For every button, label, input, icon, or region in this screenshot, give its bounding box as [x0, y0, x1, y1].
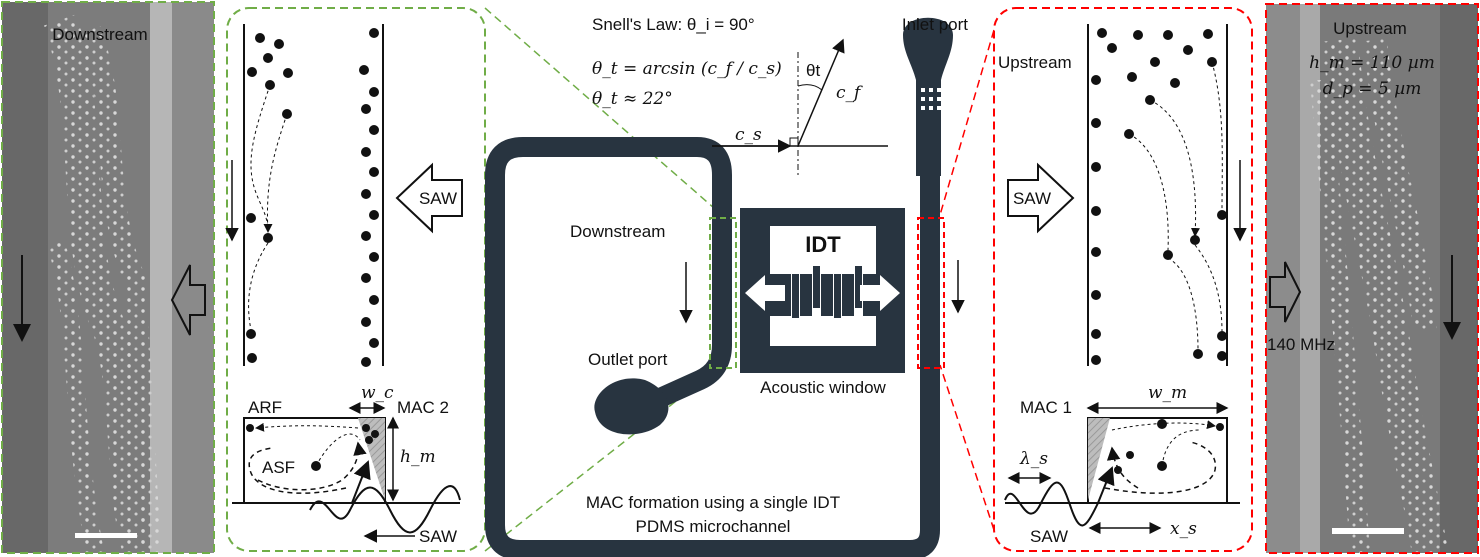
svg-text:SAW: SAW [419, 527, 457, 546]
svg-text:SAW: SAW [1030, 527, 1068, 546]
svg-text:MAC 2: MAC 2 [397, 398, 449, 417]
svg-text:d_p = 5 µm: d_p = 5 µm [1323, 79, 1422, 99]
caption-line-1: MAC formation using a single IDT [586, 493, 840, 512]
svg-text:h_m = 110 µm: h_m = 110 µm [1309, 53, 1435, 73]
micrograph-upstream: Upstream h_m = 110 µm d_p = 5 µm 140 MHz [1265, 3, 1479, 556]
channel-path [485, 137, 940, 557]
svg-text:θ_t ≈ 22°: θ_t ≈ 22° [592, 89, 673, 109]
device-schematic: IDT Inlet port Outlet port Downstream Ac… [484, 7, 995, 557]
svg-text:λ_s: λ_s [1019, 449, 1048, 469]
svg-text:MAC 1: MAC 1 [1020, 398, 1072, 417]
freq-label: 140 MHz [1267, 335, 1335, 354]
saw-arrow-icon [1269, 261, 1302, 323]
panel-right-schematic: SAW Upstream MAC 1 w_m λ_s x_s SAW [993, 7, 1253, 552]
svg-text:w_c: w_c [361, 383, 394, 403]
snell-law-block: Snell's Law: θ_i = 90° θ_t = arcsin (c_f… [592, 15, 888, 178]
saw-right-arrow-icon [860, 275, 900, 311]
caption-line-2: PDMS microchannel [636, 517, 791, 536]
svg-text:SAW: SAW [1013, 189, 1051, 208]
scale-bar [1332, 528, 1404, 534]
inlet-port [903, 17, 953, 80]
micrograph-downstream: Downstream [1, 1, 215, 557]
saw-left-arrow-icon [745, 275, 785, 311]
svg-text:θt: θt [806, 61, 820, 80]
svg-text:c_s: c_s [735, 125, 762, 145]
inlet-label: Inlet port [902, 15, 968, 34]
svg-text:c_f: c_f [836, 83, 863, 103]
saw-arrow-icon [1007, 162, 1075, 234]
micro-right-label: Upstream [1333, 19, 1407, 38]
svg-text:SAW: SAW [419, 189, 457, 208]
svg-text:h_m: h_m [400, 447, 436, 467]
outlet-port [594, 378, 669, 435]
window-label: Acoustic window [760, 378, 886, 397]
svg-text:w_m: w_m [1148, 383, 1187, 403]
downstream-label: Downstream [570, 222, 665, 241]
saw-arrow-icon [170, 264, 206, 336]
idt-label: IDT [805, 232, 841, 257]
svg-text:ARF: ARF [248, 398, 282, 417]
svg-text:ASF: ASF [262, 458, 295, 477]
region-downstream [709, 217, 737, 369]
saw-arrow-icon [395, 162, 463, 234]
svg-text:Snell's Law: θ_i = 90°: Snell's Law: θ_i = 90° [592, 15, 755, 34]
panel-left-schematic: SAW ARF ASF MAC 2 w_c h_m SAW [225, 7, 486, 552]
region-upstream [917, 217, 945, 369]
svg-text:x_s: x_s [1170, 519, 1197, 539]
svg-text:Upstream: Upstream [998, 53, 1072, 72]
outlet-label: Outlet port [588, 350, 668, 369]
scale-bar [75, 533, 137, 538]
micro-left-label: Downstream [52, 25, 147, 44]
svg-text:θ_t = arcsin (c_f / c_s): θ_t = arcsin (c_f / c_s) [592, 59, 782, 79]
